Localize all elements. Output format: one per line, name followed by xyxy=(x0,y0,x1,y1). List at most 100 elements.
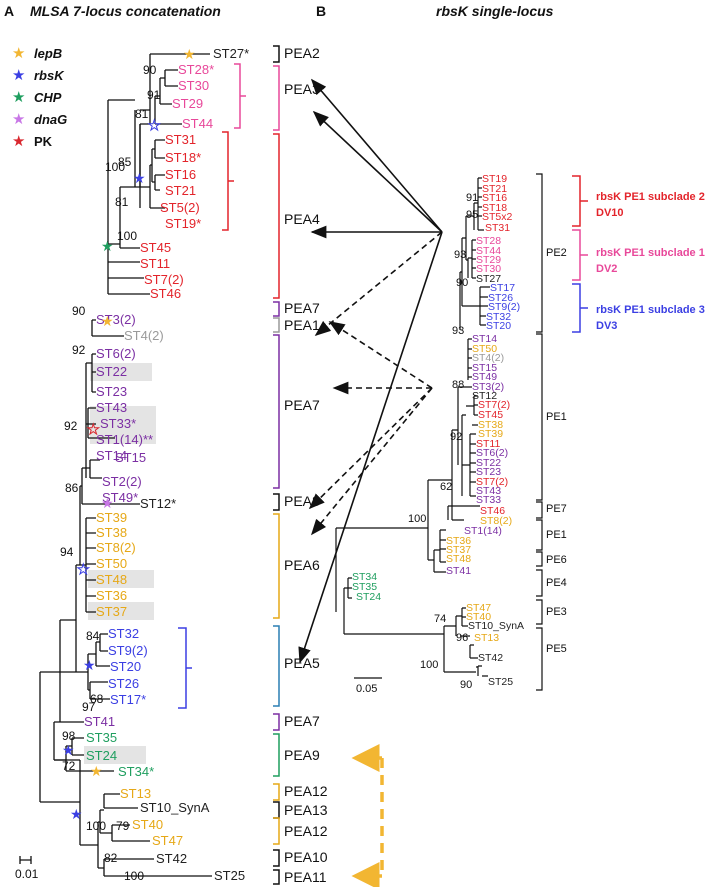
legend-item-pk: ★ PK xyxy=(12,133,53,150)
taxon-label: ST30 xyxy=(476,263,501,275)
subclade-1-label: rbsK PE1 subclade 2 xyxy=(596,191,705,203)
taxon-label: ST5(2) xyxy=(160,200,200,215)
taxon-label: ST14 xyxy=(96,448,127,463)
taxon-label: ST48 xyxy=(446,553,471,565)
taxon-label: ST6(2) xyxy=(476,447,508,459)
taxon-label: ST9(2) xyxy=(108,643,148,658)
taxon-label: ST14 xyxy=(472,333,497,345)
support-value: 91 xyxy=(147,88,161,102)
tree-b-taxa: ST19ST21ST16ST18ST5x2ST31ST28ST44ST29ST3… xyxy=(352,173,524,688)
pea-bracket xyxy=(273,317,280,333)
tree-b: ST19ST21ST16ST18ST5x2ST31ST28ST44ST29ST3… xyxy=(335,173,705,695)
branch xyxy=(91,319,124,337)
legend-label: lepB xyxy=(34,46,62,61)
taxon-label: ST7(2) xyxy=(144,272,184,287)
pe-bracket xyxy=(536,501,543,519)
chp-star-icon: ★ xyxy=(101,238,114,254)
taxon-label: ST43 xyxy=(96,400,127,415)
legend-label: rbsK xyxy=(34,68,65,83)
taxon-label: ST22 xyxy=(476,457,501,469)
support-value: 93 xyxy=(452,325,464,337)
pea-bracket xyxy=(273,301,280,317)
taxon-label: ST37 xyxy=(446,544,471,556)
panel-a-letter: A xyxy=(4,3,14,19)
highlight-row xyxy=(90,363,152,381)
dashed-arrow xyxy=(314,231,443,337)
taxon-label: ST40 xyxy=(466,611,491,623)
pea-group-column: PEA2PEA3PEA4PEA7PEA1PEA7PEA8PEA6PEA5PEA7… xyxy=(273,45,328,885)
pe-label: PE5 xyxy=(546,643,567,655)
support-value: 95 xyxy=(466,209,478,221)
support-value: 100 xyxy=(105,160,125,174)
taxon-label: ST15 xyxy=(115,450,146,465)
taxon-label: ST1(14)** xyxy=(96,432,153,447)
dashed-arrow xyxy=(328,321,433,389)
pea-brackets xyxy=(273,45,280,885)
pea-bracket xyxy=(273,133,280,299)
taxon-label: ST25 xyxy=(214,868,245,883)
pe-bracket xyxy=(536,569,543,597)
support-value: 90 xyxy=(72,304,86,318)
taxon-label: ST42 xyxy=(156,851,187,866)
highlight-row xyxy=(84,746,146,764)
branch xyxy=(107,99,135,244)
branch xyxy=(335,527,428,612)
taxon-label: ST18 xyxy=(482,202,507,214)
taxon-label: ST3(2) xyxy=(96,312,136,327)
pe-bracket xyxy=(536,599,543,625)
support-value: 100 xyxy=(420,659,438,671)
rbsk-star-icon: ★ xyxy=(148,117,161,133)
support-value: 96 xyxy=(456,632,468,644)
pe-label: PE3 xyxy=(546,606,567,618)
support-value: 86 xyxy=(65,481,79,495)
taxon-label: ST42 xyxy=(478,652,503,664)
pe-bracket xyxy=(536,333,543,501)
dashed-arrow xyxy=(310,387,433,536)
taxon-label: ST20 xyxy=(486,320,511,332)
taxon-label: ST9(2) xyxy=(488,301,520,313)
taxon-label: ST45 xyxy=(478,409,503,421)
gold-dashed-bracket xyxy=(351,744,384,887)
pe-bracket xyxy=(536,551,543,567)
pe-label: PE1 xyxy=(546,411,567,423)
branch xyxy=(85,353,102,479)
tree-a-clade-brackets xyxy=(178,63,246,709)
pe-label: PE1 xyxy=(546,529,567,541)
taxon-label: ST41 xyxy=(84,714,115,729)
pea-bracket xyxy=(273,625,280,707)
branch xyxy=(59,619,84,723)
taxon-label: ST23 xyxy=(476,466,501,478)
dnag-star-icon: ★ xyxy=(101,495,114,511)
taxon-label: ST21 xyxy=(165,183,196,198)
support-value: 91 xyxy=(466,192,478,204)
branch xyxy=(75,564,88,673)
support-value: 68 xyxy=(90,692,104,706)
taxon-label: ST28* xyxy=(178,62,214,77)
highlight-row xyxy=(88,602,154,620)
taxon-label: ST27 xyxy=(476,273,501,285)
pe-bracket xyxy=(536,173,543,333)
branch xyxy=(54,759,212,877)
pea-bracket xyxy=(273,334,280,489)
pea-bracket xyxy=(273,65,280,131)
taxon-label: ST38 xyxy=(478,419,503,431)
legend-star-icon: ★ xyxy=(12,89,25,106)
support-value: 100 xyxy=(124,869,144,883)
taxon-label: ST43 xyxy=(476,485,501,497)
taxon-label: ST48 xyxy=(96,572,127,587)
taxon-label: ST10_SynA xyxy=(468,620,524,632)
taxon-label: ST4(2) xyxy=(124,328,164,343)
taxon-label: ST26 xyxy=(488,292,513,304)
panel-b-title: rbsK single-locus xyxy=(436,3,554,19)
dashed-arrow xyxy=(308,387,433,510)
taxon-label: ST18* xyxy=(165,150,201,165)
pe-brackets xyxy=(536,173,543,691)
support-value: 92 xyxy=(450,431,462,443)
taxon-label: ST21 xyxy=(482,183,507,195)
branch xyxy=(79,485,86,566)
rbsk-star-icon: ★ xyxy=(133,170,146,186)
taxon-label: ST34 xyxy=(352,571,377,583)
branch xyxy=(459,237,490,330)
